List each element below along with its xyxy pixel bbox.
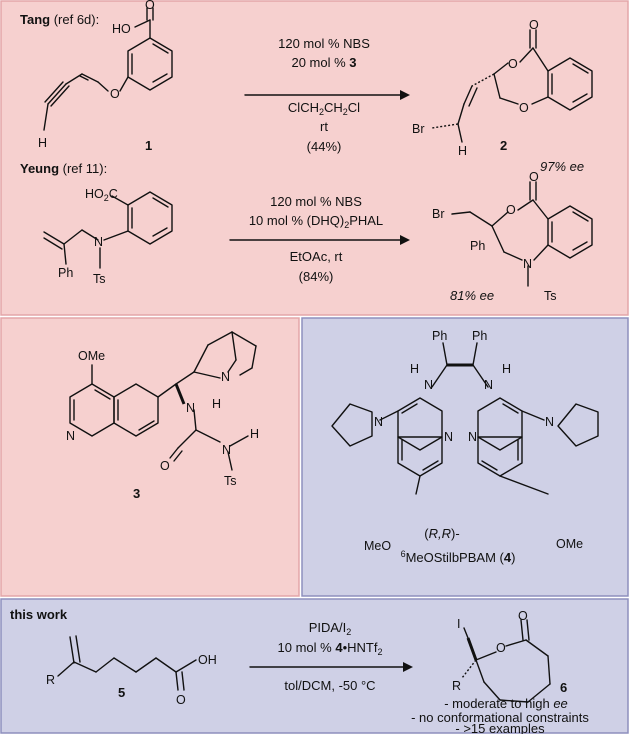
panel-this-work (0, 598, 629, 734)
compound-number-6: 6 (560, 680, 567, 695)
atom-H-2: H (458, 144, 467, 158)
atom-Ts-yeung: Ts (93, 272, 106, 286)
yeung-product (451, 181, 593, 287)
yeung-cond-2: 10 mol % (DHQ)2PHAL (249, 213, 383, 230)
this-work-cond-3: tol/DCM, -50 °C (284, 678, 375, 693)
atom-H-1: H (38, 136, 47, 150)
atom-Ph-yeung-product: Ph (470, 239, 485, 253)
bullet-3: - >15 examples (455, 721, 545, 734)
tang-header: Tang (ref 6d): (20, 12, 99, 27)
atom-R-5: R (46, 673, 55, 687)
yeung-arrow-head (400, 235, 410, 245)
yeung-cond-1: 120 mol % NBS (270, 194, 362, 209)
atom-H-4-left: H (410, 362, 419, 376)
panel-catalyst-3 (0, 317, 300, 597)
atom-H-urea2-3: H (250, 427, 259, 441)
atom-N-quinoline-3: N (66, 429, 75, 443)
atom-O-urea-3: O (160, 459, 170, 473)
atom-HO-1: HO (112, 22, 131, 36)
atom-Br-2: Br (412, 122, 425, 136)
yeung-ee: 81% ee (450, 288, 494, 303)
this-work-cond-2: 10 mol % 4•HNTf2 (278, 640, 383, 657)
catalyst-4-name-2: 6MeOStilbPBAM (4) (401, 549, 516, 565)
atom-N-yeung-product: N (523, 257, 532, 271)
atom-MeO-4: MeO (364, 539, 391, 553)
bullet-1: - moderate to high ee (444, 696, 568, 711)
compound-number-5: 5 (118, 685, 125, 700)
tang-cond-4: rt (320, 119, 328, 134)
atom-R-6: R (452, 679, 461, 693)
atom-O-ring-yeung: O (506, 203, 516, 217)
this-work-cond-1: PIDA/I2 (309, 620, 352, 637)
tang-cond-3: ClCH2CH2Cl (288, 100, 360, 117)
atom-N-pyrrolidine-4-right: N (545, 415, 554, 429)
tang-yield: (44%) (307, 139, 342, 154)
this-work-arrow-head (403, 662, 413, 672)
atom-H-urea-3: H (212, 397, 221, 411)
atom-O-carbonyl-1: O (145, 0, 155, 12)
atom-O-ring-6: O (496, 641, 506, 655)
atom-HO2C-yeung: HO2C (85, 187, 118, 203)
atom-Ts-yeung-product: Ts (544, 289, 557, 303)
atom-N-quinuclidine-3: N (221, 370, 230, 384)
compound-number-3: 3 (133, 486, 140, 501)
atom-O-ring-2: O (508, 57, 518, 71)
tang-compound-2 (431, 29, 593, 143)
this-work-substrate (57, 635, 197, 691)
tang-compound-1 (43, 7, 173, 131)
this-work-product (461, 619, 551, 703)
tang-ee: 97% ee (540, 159, 584, 174)
panel-tang-yeung (0, 0, 629, 316)
compound-number-2: 2 (500, 138, 507, 153)
atom-OH-5: OH (198, 653, 217, 667)
atom-N-quinoline-4-right: N (468, 430, 477, 444)
yeung-yield: (84%) (299, 269, 334, 284)
tang-cond-1: 120 mol % NBS (278, 36, 370, 51)
catalyst-4-structure (331, 342, 599, 495)
yeung-substrate (43, 191, 173, 269)
atom-N-urea-3: N (186, 401, 195, 415)
tang-cond-2: 20 mol % 3 (291, 55, 356, 70)
atom-N-urea2-3: N (222, 443, 231, 457)
atom-Ph-4-right: Ph (472, 329, 487, 343)
atom-Ph-4-left: Ph (432, 329, 447, 343)
atom-Ph-yeung: Ph (58, 266, 73, 280)
bullet-2: - no conformational constraints (411, 710, 589, 725)
atom-O-carbonyl-yeung: O (529, 170, 539, 184)
atom-H-4-right: H (502, 362, 511, 376)
catalyst-3-structure (69, 331, 257, 471)
atom-N-yeung: N (94, 235, 103, 249)
atom-I-6: I (457, 617, 460, 631)
this-work-title: this work (10, 607, 68, 622)
atom-O-5: O (176, 693, 186, 707)
catalyst-4-name-1: (R,R)- (424, 526, 459, 541)
atom-OMe-3: OMe (78, 349, 105, 363)
yeung-header: Yeung (ref 11): (20, 161, 107, 176)
atom-N-4-left: N (424, 378, 433, 392)
atom-OMe-4: OMe (556, 537, 583, 551)
atom-N-pyrrolidine-4-left: N (374, 415, 383, 429)
atom-Br-yeung: Br (432, 207, 445, 221)
atom-Ts-3: Ts (224, 474, 237, 488)
compound-number-1: 1 (145, 138, 152, 153)
atom-O-ether-1: O (110, 87, 120, 101)
atom-O-carbonyl-2: O (529, 18, 539, 32)
tang-arrow-head (400, 90, 410, 100)
atom-N-quinoline-4-left: N (444, 430, 453, 444)
yeung-cond-3: EtOAc, rt (290, 249, 343, 264)
atom-O-ether-2: O (519, 101, 529, 115)
atom-N-4-right: N (484, 378, 493, 392)
atom-O-carbonyl-6: O (518, 609, 528, 623)
